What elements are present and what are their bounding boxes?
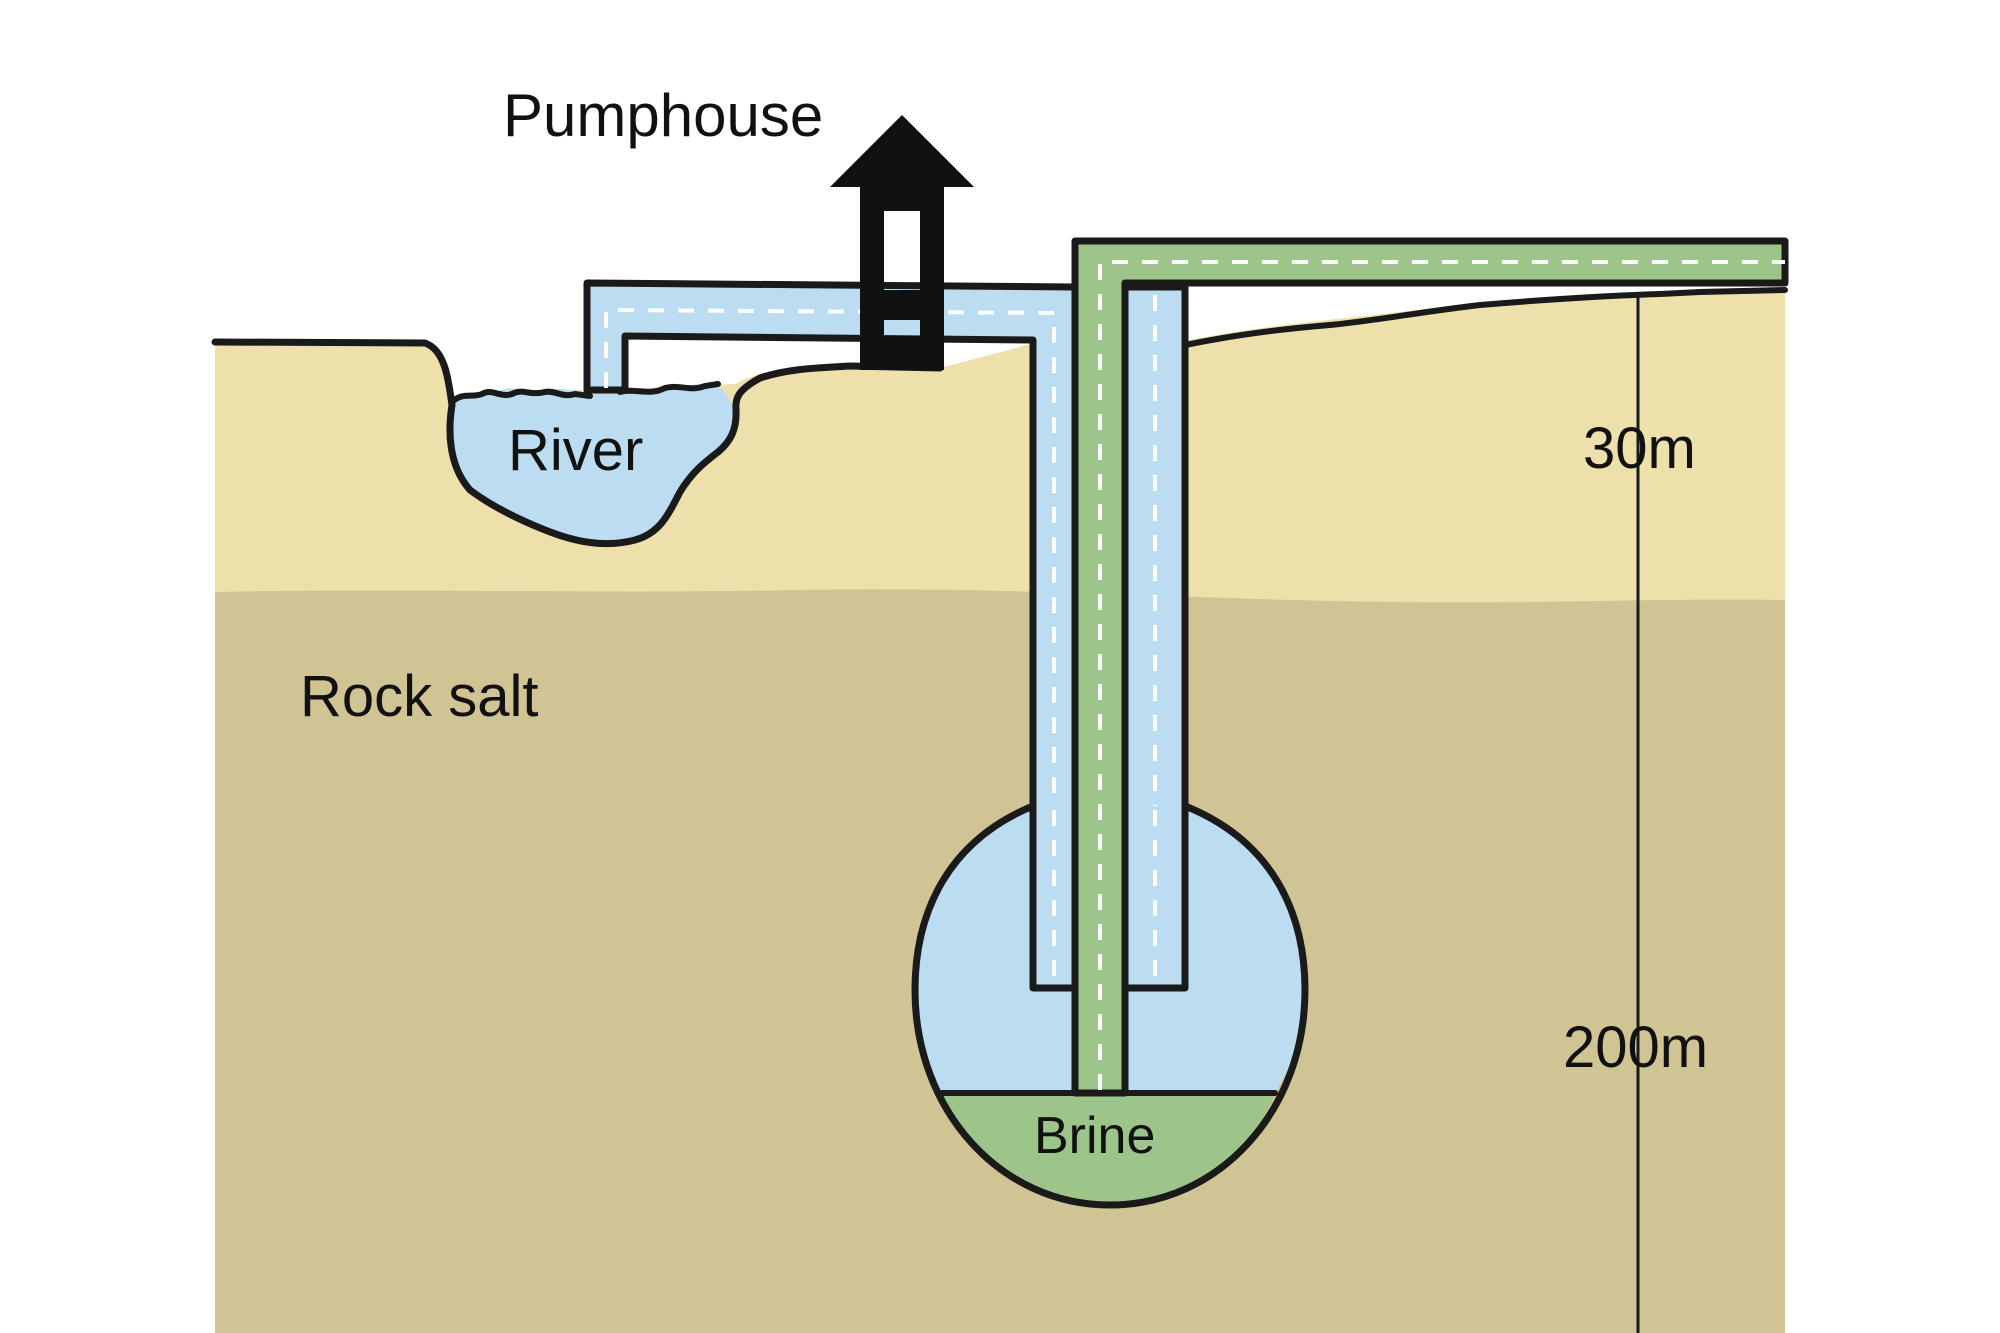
river-surface-ripple — [449, 381, 721, 405]
ground-surface-line — [1182, 287, 1788, 348]
river-label: River — [508, 418, 643, 483]
pumphouse-wall-top — [860, 187, 944, 211]
pumphouse-base — [860, 336, 944, 370]
rock-salt-label: Rock salt — [300, 664, 539, 729]
pumphouse-label: Pumphouse — [503, 82, 823, 149]
brine-pipe-flow-dashes — [1098, 260, 1785, 1090]
brine-pipe-body — [1071, 237, 1789, 1097]
pumphouse-roof — [830, 115, 974, 187]
cavern-brine — [942, 1093, 1275, 1205]
depth-30m-label: 30m — [1583, 416, 1696, 481]
river-water — [449, 382, 735, 544]
pumphouse-window-bar — [884, 290, 920, 320]
rock-salt-top-edge — [215, 589, 1785, 612]
brine-label: Brine — [1034, 1107, 1155, 1165]
intake-pipe-flow-dashes — [604, 307, 1056, 985]
pumphouse-building — [830, 115, 974, 370]
river-bank-outline — [211, 338, 944, 548]
depth-200m-label: 200m — [1563, 1015, 1708, 1080]
cavern-outline — [911, 802, 1309, 1209]
